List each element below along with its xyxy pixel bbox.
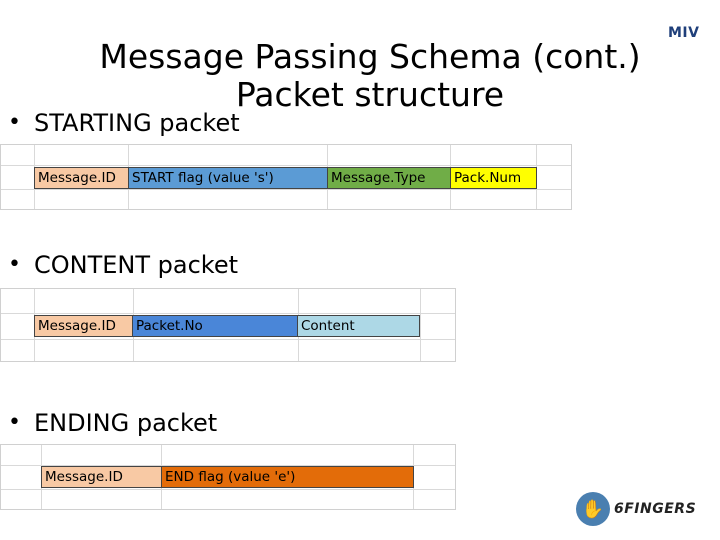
cell-message-id: Message.ID [34, 167, 129, 189]
bullet-label: ENDING packet [34, 409, 218, 437]
miv-logo: MIV [668, 25, 700, 41]
cell-content: Content [298, 315, 420, 337]
cell-packet-no: Packet.No [133, 315, 298, 337]
bullet-icon: • [8, 410, 21, 435]
bullet-icon: • [8, 110, 21, 135]
bullet-content-packet: • CONTENT packet [8, 250, 238, 280]
spreadsheet-grid-content: Message.ID Packet.No Content [0, 288, 456, 362]
six-fingers-logo: ✋ 6FINGERS [576, 492, 696, 526]
cell-pack-num: Pack.Num [451, 167, 537, 189]
cell-end-flag: END flag (value 'e') [162, 466, 414, 488]
six-fingers-logo-text: 6FINGERS [614, 501, 697, 517]
cell-message-id: Message.ID [34, 315, 133, 337]
cell-message-id: Message.ID [41, 466, 162, 488]
cell-message-type: Message.Type [328, 167, 451, 189]
slide-title: Message Passing Schema (cont.) Packet st… [0, 38, 720, 114]
hand-icon: ✋ [576, 492, 610, 526]
bullet-label: STARTING packet [34, 109, 240, 137]
title-line-2: Packet structure [235, 75, 505, 114]
title-line-1: Message Passing Schema (cont.) [99, 37, 641, 76]
spreadsheet-grid-starting: Message.ID START flag (value 's') Messag… [0, 144, 572, 210]
bullet-ending-packet: • ENDING packet [8, 408, 217, 438]
bullet-label: CONTENT packet [34, 251, 239, 279]
spreadsheet-grid-ending: Message.ID END flag (value 'e') [0, 444, 456, 510]
bullet-icon: • [8, 252, 21, 277]
cell-start-flag: START flag (value 's') [129, 167, 328, 189]
bullet-starting-packet: • STARTING packet [8, 108, 240, 138]
